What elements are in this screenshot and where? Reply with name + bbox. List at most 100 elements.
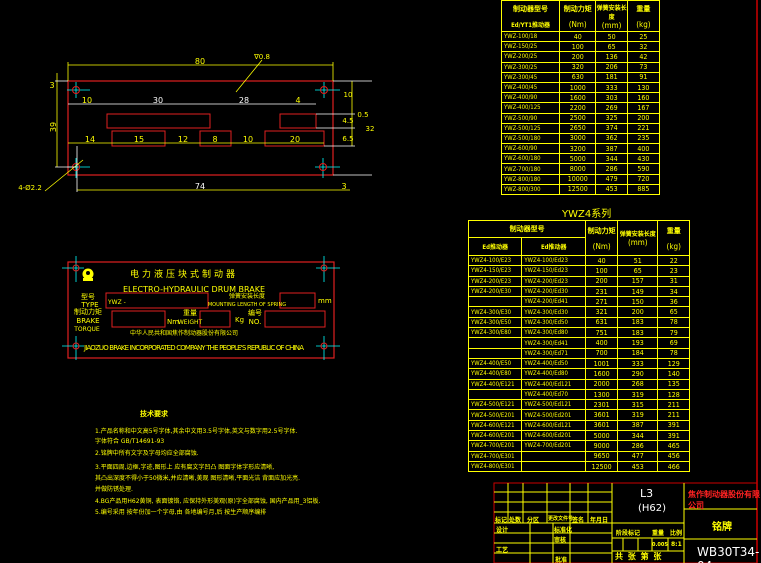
- table-cell: YWZ4-300/E80: [467, 327, 523, 339]
- table-cell: 206: [595, 61, 628, 73]
- dim-edge-top: 3: [49, 81, 54, 90]
- table-cell: 1600: [559, 92, 597, 104]
- label-process: 工艺: [496, 547, 509, 554]
- table-cell: YWZ-150/25: [500, 41, 561, 53]
- table-cell: 211: [657, 399, 690, 411]
- table-cell: 479: [595, 173, 628, 185]
- table-cell: 8000: [559, 163, 597, 175]
- table-cell: YWZ-400/90: [500, 92, 561, 104]
- header-torque-unit: (Nm): [568, 19, 587, 29]
- table-cell: YWZ4-500/E121: [467, 399, 523, 411]
- dim-right: 4.5: [342, 117, 353, 125]
- nameplate-title-cn: 电力液压块式制动器: [130, 268, 238, 280]
- table-cell: 720: [626, 173, 661, 185]
- header-sub2: Ed推动器: [521, 237, 587, 256]
- table-cell: YWZ4-700/Ed201: [521, 440, 587, 452]
- note-line: 字体符合 GB/T14691-93: [95, 437, 164, 445]
- table-cell: [467, 388, 523, 401]
- table-cell: [467, 337, 523, 349]
- table-cell: 65: [617, 265, 659, 277]
- spring-label-en: MOUNTING LENGTH OF SPRING: [208, 302, 286, 308]
- dim-edge-right: 3: [341, 182, 346, 191]
- label-design: 设计: [496, 527, 509, 534]
- table-cell: 40: [559, 30, 597, 43]
- table-cell: 183: [617, 316, 659, 329]
- material: L3: [640, 487, 654, 500]
- dim-bottom: 20: [290, 135, 300, 144]
- dim-top: 28: [239, 96, 249, 105]
- slot: [264, 130, 325, 147]
- nameplate-title-en: ELECTRO-HYDRAULIC DRUM BRAKE: [123, 285, 265, 294]
- header-spring: 弹簧安装长度: [596, 4, 627, 21]
- note-line: 5.编号采用 按年份加一个字母,由 各地编号月,后 按生产顺序编排: [95, 508, 266, 516]
- table-cell: 150: [617, 296, 659, 308]
- table-cell: 12500: [585, 460, 619, 473]
- slot: [199, 130, 232, 147]
- table-cell: YWZ4-200/Ed30: [521, 285, 587, 298]
- table-cell: YWZ4-200/E23: [467, 275, 523, 287]
- label-change-doc: 更改文件号: [548, 516, 574, 522]
- weight-label-en: WEIGHT: [178, 319, 203, 326]
- header-model: 制动器型号: [467, 220, 587, 238]
- table-cell: 321: [585, 306, 619, 318]
- table-cell: YWZ4-200/Ed23: [521, 275, 587, 287]
- header-torque: 制动力矩: [587, 226, 616, 235]
- table2-title: YWZ4系列: [562, 209, 612, 220]
- type-label-cn: 型号: [81, 292, 95, 301]
- table-cell: 3000: [559, 132, 597, 145]
- table-cell: YWZ4-400/Ed50: [521, 357, 587, 370]
- spring-label-cn: 弹簧安装长度: [229, 292, 265, 300]
- hole: [320, 86, 328, 94]
- header-spring-unit: (mm): [601, 20, 622, 30]
- torque-label-cn: 制动力矩: [74, 307, 102, 316]
- hole: [319, 163, 327, 171]
- dim-hole-pitch: 74: [195, 182, 205, 191]
- table-cell: YWZ4-300/E50: [467, 316, 523, 329]
- number-label-cn: 编号: [248, 308, 262, 317]
- table-cell: YWZ4-300/Ed41: [521, 337, 587, 349]
- table-cell: 2500: [559, 112, 597, 124]
- note-line: 1.产品名称和中文高5号字体,其余中文用3.5号字体,英文与数字用2.5号字体.: [95, 427, 297, 435]
- table-cell: 31: [657, 275, 690, 287]
- table-cell: 630: [559, 71, 597, 83]
- header-model-sub: Ed/YT1推动器: [511, 21, 550, 29]
- table-cell: YWZ4-700/E201: [467, 440, 523, 452]
- table-cell: 885: [626, 183, 661, 196]
- table-cell: YWZ-700/180: [500, 163, 561, 175]
- slot: [111, 130, 166, 147]
- table-cell: YWZ4-700/E301: [467, 450, 523, 462]
- technical-notes: 技术要求 1.产品名称和中文高5号字体,其余中文用3.5号字体,英文与数字用2.…: [95, 409, 320, 516]
- label-count: 处数: [509, 517, 522, 524]
- label-check: 审核: [554, 537, 567, 544]
- table-cell: YWZ4-600/E201: [467, 430, 523, 442]
- table-cell: 65: [595, 41, 628, 53]
- hole: [72, 86, 80, 94]
- table-cell: 130: [626, 81, 661, 94]
- table-cell: 193: [617, 337, 659, 349]
- table-cell: 286: [617, 440, 659, 452]
- table-cell: 5000: [585, 430, 619, 442]
- table-cell: 32: [626, 41, 661, 53]
- scale-value: 8:1: [671, 541, 682, 548]
- ywz4-spec-table: 制动器型号 制动力矩(Nm) 弹簧安装长度(mm) 重量(kg) Ed推动器 E…: [467, 220, 690, 473]
- dim-bottom: 15: [134, 135, 144, 144]
- header-weight-unit: (kg): [636, 19, 651, 29]
- table-cell: YWZ4-800/E301: [467, 460, 523, 473]
- table-cell: YWZ-300/45: [500, 71, 561, 83]
